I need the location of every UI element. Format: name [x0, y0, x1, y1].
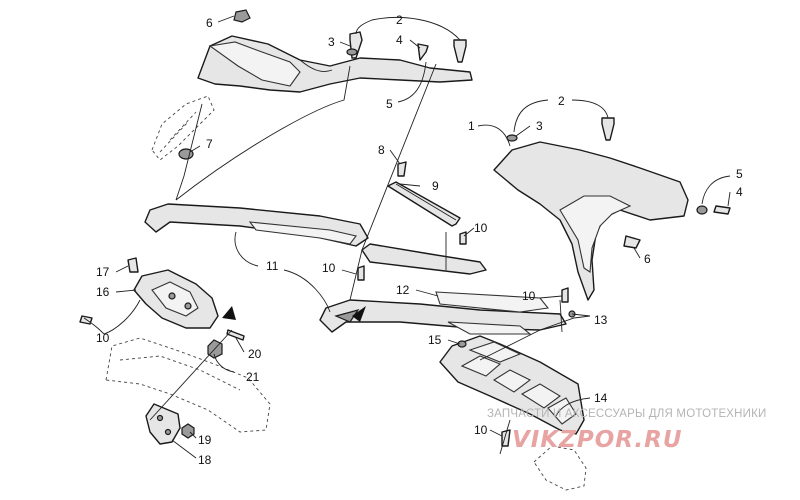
watermark-logo: VIKZPOR.RU — [512, 427, 683, 453]
pin-10-c — [561, 287, 569, 303]
pin-10-a — [459, 231, 467, 245]
watermark-tagline: ЗАПЧАСТИ И АКСЕССУАРЫ ДЛЯ МОТОТЕХНИКИ — [487, 408, 767, 420]
screw-4-a — [417, 43, 429, 61]
rail-11 — [144, 203, 369, 247]
callout-4-right: 4 — [736, 185, 743, 199]
leader-lines — [83, 15, 731, 459]
ghost-bracket-upper-left — [151, 95, 215, 161]
washer-3-a — [346, 48, 358, 56]
callout-18: 18 — [198, 453, 212, 467]
bracket-16 — [133, 269, 219, 329]
callout-10-a: 10 — [474, 221, 488, 235]
callout-6-top: 6 — [206, 16, 213, 30]
upper-left-panel — [197, 35, 473, 93]
callout-15: 15 — [428, 333, 442, 347]
washer-15 — [457, 340, 467, 348]
callout-20: 20 — [248, 347, 262, 361]
rail-mid — [361, 243, 487, 275]
callout-14: 14 — [594, 391, 608, 405]
ghost-frame-lower-left — [105, 337, 271, 433]
strap-9 — [387, 181, 461, 227]
callout-2-top: 2 — [396, 13, 403, 27]
callout-8: 8 — [378, 143, 385, 157]
callout-3-top: 3 — [328, 35, 335, 49]
grommet-7 — [178, 148, 194, 160]
callout-10-c: 10 — [522, 289, 536, 303]
pin-10-b — [357, 265, 365, 281]
callout-5-top: 5 — [386, 97, 393, 111]
callout-9: 9 — [432, 179, 439, 193]
rail-12 — [319, 291, 567, 335]
watermark: ЗАПЧАСТИ И АКСЕССУАРЫ ДЛЯ МОТОТЕХНИКИ VI… — [487, 408, 767, 453]
bolt-20 — [226, 329, 245, 341]
washer-3-b — [506, 134, 518, 142]
bolt-6-top — [233, 9, 251, 23]
right-side-panel — [493, 141, 689, 301]
callout-10-b: 10 — [322, 261, 336, 275]
bolt-17 — [127, 257, 139, 273]
callout-13: 13 — [594, 313, 608, 327]
callout-4-top: 4 — [396, 33, 403, 47]
arrow-marker-left — [222, 306, 236, 320]
bolt-2-c — [601, 117, 615, 141]
screw-4-b — [713, 205, 731, 215]
callout-11: 11 — [266, 259, 279, 273]
callout-5-right: 5 — [736, 167, 743, 181]
callout-2-right: 2 — [558, 94, 565, 108]
callout-10-d: 10 — [96, 331, 110, 345]
bolt-2-b — [453, 39, 467, 63]
callout-17: 17 — [96, 265, 110, 279]
rack-plate-14 — [439, 335, 585, 435]
bolt-6-right — [623, 235, 641, 249]
callout-6-right: 6 — [644, 252, 651, 266]
arrow-marker-right — [352, 306, 366, 322]
callout-19: 19 — [198, 433, 212, 447]
callout-16: 16 — [96, 285, 110, 299]
pin-8 — [397, 161, 407, 177]
callout-12: 12 — [396, 283, 410, 297]
callout-7: 7 — [206, 137, 213, 151]
fasteners — [79, 9, 731, 447]
callout-1: 1 — [468, 119, 475, 133]
callout-21: 21 — [246, 370, 260, 384]
callout-labels: 6 2 3 4 5 1 2 3 5 4 6 7 8 9 10 10 10 10 … — [96, 13, 743, 467]
callout-3-right: 3 — [536, 119, 543, 133]
washer-5-b — [696, 205, 708, 215]
nut-19 — [181, 423, 195, 439]
plate-18 — [145, 403, 195, 445]
callout-10-e: 10 — [474, 423, 488, 437]
pin-10-e — [501, 429, 511, 447]
